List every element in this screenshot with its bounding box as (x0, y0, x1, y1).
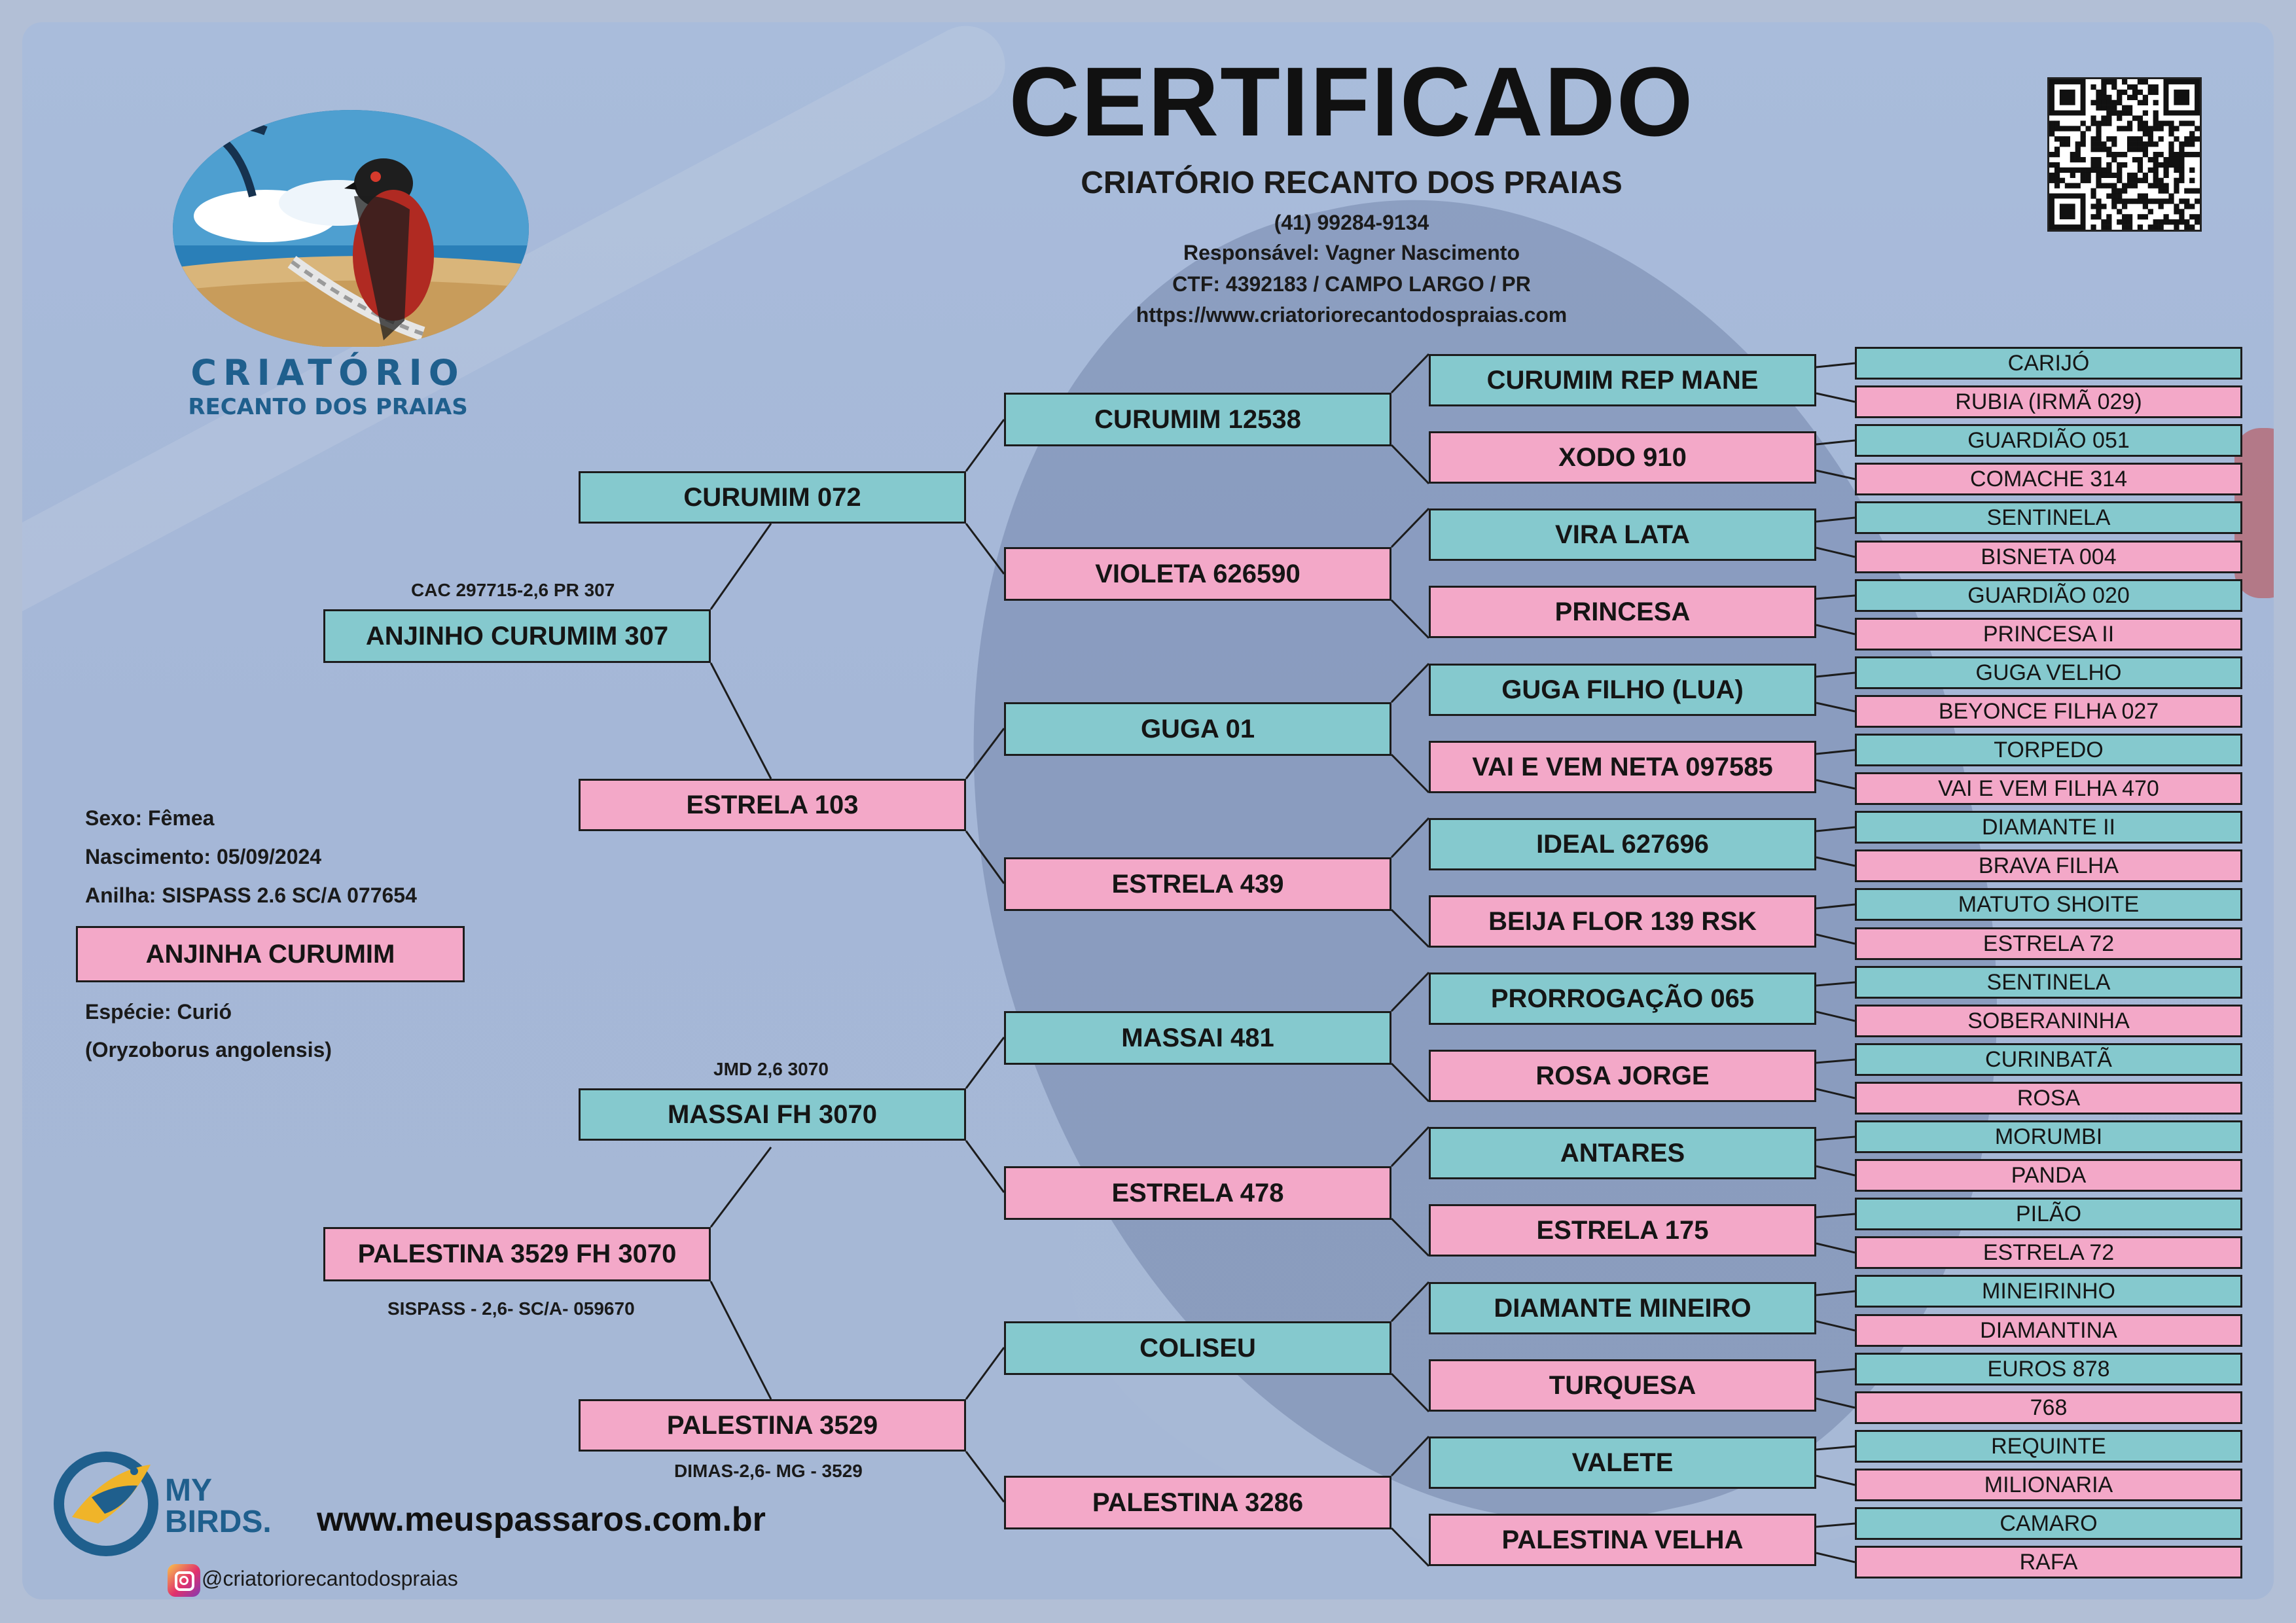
sire-box: ANJINHO CURUMIM 307 (323, 609, 711, 663)
gen5-ancestor-box: DIAMANTE II (1855, 811, 2242, 844)
gen5-ancestor-box: MILIONARIA (1855, 1469, 2242, 1501)
gen5-ancestor-box: SENTINELA (1855, 966, 2242, 999)
gen5-ancestor-box: SOBERANINHA (1855, 1005, 2242, 1037)
logo-text-line1: CRIATÓRIO (190, 352, 465, 393)
gen4-ancestor-box: ROSA JORGE (1429, 1050, 1816, 1102)
certificate-title: CERTIFICADO (1009, 46, 1695, 156)
gen5-ancestor-box: ESTRELA 72 (1855, 927, 2242, 960)
gen5-ancestor-box: TORPEDO (1855, 734, 2242, 766)
logo-emblem (173, 110, 529, 348)
gen5-ancestor-box: DIAMANTINA (1855, 1314, 2242, 1347)
grandparent-box: CURUMIM 072 (579, 471, 966, 524)
gen5-ancestor-box: GUARDIÃO 020 (1855, 579, 2242, 612)
footer-website[interactable]: www.meuspassaros.com.br (317, 1501, 766, 1539)
gen4-ancestor-box: VALETE (1429, 1436, 1816, 1489)
gen5-ancestor-box: MORUMBI (1855, 1120, 2242, 1153)
gen4-ancestor-box: PRORROGAÇÃO 065 (1429, 972, 1816, 1025)
grandparent-box: PALESTINA 3529 (579, 1399, 966, 1452)
mybirds-text-line2: BIRDS. (165, 1505, 272, 1539)
great-grandparent-box: MASSAI 481 (1004, 1011, 1391, 1065)
gen5-ancestor-box: REQUINTE (1855, 1430, 2242, 1463)
breeder-logo: CRIATÓRIO RECANTO DOS PRAIAS (168, 105, 534, 425)
gen4-ancestor-box: GUGA FILHO (LUA) (1429, 664, 1816, 716)
great-grandparent-box: CURUMIM 12538 (1004, 393, 1391, 446)
dam-ring-note: SISPASS - 2,6- SC/A- 059670 (387, 1298, 635, 1319)
mybirds-emblem-icon (54, 1452, 158, 1556)
gen4-ancestor-box: PALESTINA VELHA (1429, 1514, 1816, 1566)
great-grandparent-box: ESTRELA 478 (1004, 1166, 1391, 1220)
gen5-ancestor-box: SENTINELA (1855, 501, 2242, 534)
gen5-ancestor-box: RAFA (1855, 1546, 2242, 1578)
gen4-ancestor-box: TURQUESA (1429, 1359, 1816, 1412)
sire-ring-note: CAC 297715-2,6 PR 307 (411, 580, 615, 600)
grandparent-box: ESTRELA 103 (579, 779, 966, 831)
mybirds-text-line1: MY (165, 1473, 212, 1508)
breeder-ctf: CTF: 4392183 / CAMPO LARGO / PR (1172, 272, 1531, 296)
grandparent-box: MASSAI FH 3070 (579, 1088, 966, 1141)
gen4-ancestor-box: VAI E VEM NETA 097585 (1429, 741, 1816, 793)
qr-code[interactable] (2047, 77, 2202, 232)
breeder-name: CRIATÓRIO RECANTO DOS PRAIAS (1081, 166, 1623, 200)
gen4-ancestor-box: VIRA LATA (1429, 508, 1816, 561)
subject-bird-name: ANJINHA CURUMIM (76, 926, 465, 982)
logo-text-line2: RECANTO DOS PRAIAS (188, 394, 468, 420)
great-grandparent-box: GUGA 01 (1004, 702, 1391, 756)
gen5-ancestor-box: BEYONCE FILHA 027 (1855, 695, 2242, 728)
gen4-ancestor-box: PRINCESA (1429, 586, 1816, 638)
great-grandparent-box: PALESTINA 3286 (1004, 1476, 1391, 1529)
gen5-ancestor-box: COMACHE 314 (1855, 463, 2242, 495)
species-label: Espécie: Curió (85, 1000, 232, 1024)
gen5-ancestor-box: CARIJÓ (1855, 347, 2242, 380)
gen5-ancestor-box: BRAVA FILHA (1855, 849, 2242, 882)
gen4-ancestor-box: ESTRELA 175 (1429, 1204, 1816, 1257)
instagram-icon[interactable] (168, 1564, 200, 1597)
gen5-ancestor-box: PANDA (1855, 1159, 2242, 1192)
gen5-ancestor-box: ESTRELA 72 (1855, 1236, 2242, 1269)
qr-code-pattern (2049, 79, 2200, 230)
birth-date-label: Nascimento: 05/09/2024 (85, 845, 322, 868)
gen5-ancestor-box: EUROS 878 (1855, 1353, 2242, 1385)
gen5-ancestor-box: RUBIA (IRMÃ 029) (1855, 385, 2242, 418)
grandparent-ring-note: JMD 2,6 3070 (713, 1059, 829, 1079)
instagram-handle[interactable]: @criatoriorecantodospraias (202, 1567, 458, 1590)
sex-label: Sexo: Fêmea (85, 806, 215, 830)
ring-label: Anilha: SISPASS 2.6 SC/A 077654 (85, 883, 417, 907)
gen5-ancestor-box: CAMARO (1855, 1507, 2242, 1540)
gen5-ancestor-box: PILÃO (1855, 1198, 2242, 1230)
gen5-ancestor-box: 768 (1855, 1391, 2242, 1424)
grandparent-ring-note: DIMAS-2,6- MG - 3529 (674, 1461, 863, 1481)
gen4-ancestor-box: BEIJA FLOR 139 RSK (1429, 895, 1816, 948)
gen4-ancestor-box: ANTARES (1429, 1127, 1816, 1179)
gen5-ancestor-box: MATUTO SHOITE (1855, 888, 2242, 921)
dam-box: PALESTINA 3529 FH 3070 (323, 1227, 711, 1281)
great-grandparent-box: COLISEU (1004, 1321, 1391, 1375)
gen5-ancestor-box: CURINBATÃ (1855, 1043, 2242, 1076)
gen5-ancestor-box: PRINCESA II (1855, 618, 2242, 651)
breeder-phone: (41) 99284-9134 (1274, 211, 1429, 234)
great-grandparent-box: VIOLETA 626590 (1004, 547, 1391, 601)
gen4-ancestor-box: IDEAL 627696 (1429, 818, 1816, 870)
species-scientific-name: (Oryzoborus angolensis) (85, 1038, 332, 1061)
gen5-ancestor-box: ROSA (1855, 1082, 2242, 1115)
great-grandparent-box: ESTRELA 439 (1004, 857, 1391, 911)
gen4-ancestor-box: CURUMIM REP MANE (1429, 354, 1816, 406)
gen5-ancestor-box: VAI E VEM FILHA 470 (1855, 772, 2242, 805)
gen5-ancestor-box: BISNETA 004 (1855, 541, 2242, 573)
gen5-ancestor-box: MINEIRINHO (1855, 1275, 2242, 1308)
mybirds-logo[interactable]: MY BIRDS. (52, 1445, 301, 1563)
gen4-ancestor-box: DIAMANTE MINEIRO (1429, 1282, 1816, 1334)
breeder-website[interactable]: https://www.criatoriorecantodospraias.co… (1136, 303, 1568, 327)
gen4-ancestor-box: XODO 910 (1429, 431, 1816, 484)
gen5-ancestor-box: GUARDIÃO 051 (1855, 424, 2242, 457)
gen5-ancestor-box: GUGA VELHO (1855, 656, 2242, 689)
breeder-responsible: Responsável: Vagner Nascimento (1183, 241, 1520, 264)
